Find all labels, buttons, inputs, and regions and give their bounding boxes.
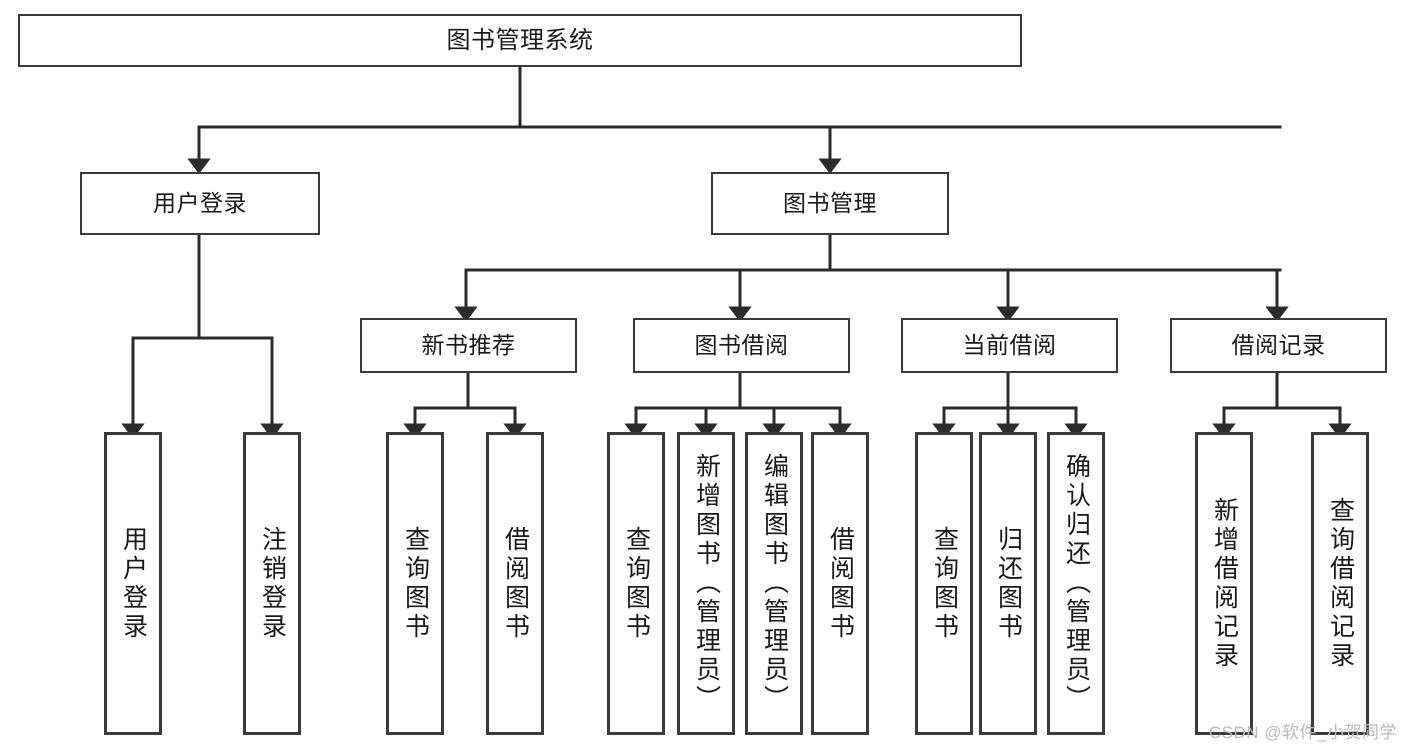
node-label: 查询图书	[622, 525, 651, 642]
leaf-add-borrowing-record[interactable]: 新增借阅记录	[1195, 432, 1253, 735]
node-book-management[interactable]: 图书管理	[711, 172, 949, 235]
node-label: 图书借阅	[694, 332, 789, 359]
leaf-user-logout[interactable]: 注销登录	[243, 432, 301, 735]
node-label: 借阅记录	[1231, 332, 1326, 359]
node-label: 借阅图书	[826, 525, 855, 642]
node-label: 注销登录	[258, 525, 287, 642]
node-user-login[interactable]: 用户登录	[80, 172, 320, 235]
node-label: 用户登录	[119, 525, 148, 642]
leaf-query-book-new-book[interactable]: 查询图书	[386, 432, 444, 735]
node-label: 查询图书	[401, 525, 430, 642]
node-label: 编辑图书（管理员）	[760, 453, 789, 714]
leaf-return-book[interactable]: 归还图书	[979, 432, 1037, 735]
node-book-borrowing[interactable]: 图书借阅	[633, 318, 850, 373]
node-label: 新增图书（管理员）	[692, 453, 721, 714]
leaf-query-borrowing-record[interactable]: 查询借阅记录	[1311, 432, 1369, 735]
node-borrowing-records[interactable]: 借阅记录	[1170, 318, 1387, 373]
leaf-user-login[interactable]: 用户登录	[104, 432, 162, 735]
node-label: 新书推荐	[421, 332, 516, 359]
node-new-book-recommendation[interactable]: 新书推荐	[360, 318, 577, 373]
node-label: 确认归还（管理员）	[1062, 453, 1091, 714]
leaf-query-book-borrowing[interactable]: 查询图书	[607, 432, 665, 735]
node-current-borrowing[interactable]: 当前借阅	[901, 318, 1118, 373]
leaf-confirm-return-admin[interactable]: 确认归还（管理员）	[1047, 432, 1105, 735]
leaf-edit-book-admin[interactable]: 编辑图书（管理员）	[745, 432, 803, 735]
leaf-query-book-current[interactable]: 查询图书	[915, 432, 973, 735]
leaf-borrow-book-new-book[interactable]: 借阅图书	[486, 432, 544, 735]
node-label: 图书管理系统	[446, 26, 594, 54]
node-label: 新增借阅记录	[1210, 496, 1239, 671]
csdn-watermark: CSDN @软件_小贺同学	[1208, 723, 1397, 742]
node-label: 查询借阅记录	[1326, 496, 1355, 671]
node-root-book-management-system[interactable]: 图书管理系统	[18, 14, 1022, 67]
node-label: 查询图书	[930, 525, 959, 642]
leaf-add-book-admin[interactable]: 新增图书（管理员）	[677, 432, 735, 735]
node-label: 图书管理	[783, 190, 877, 217]
leaf-borrow-book-borrowing[interactable]: 借阅图书	[811, 432, 869, 735]
node-label: 当前借阅	[962, 332, 1057, 359]
node-label: 归还图书	[994, 525, 1023, 642]
node-label: 借阅图书	[501, 525, 530, 642]
node-label: 用户登录	[153, 190, 247, 217]
